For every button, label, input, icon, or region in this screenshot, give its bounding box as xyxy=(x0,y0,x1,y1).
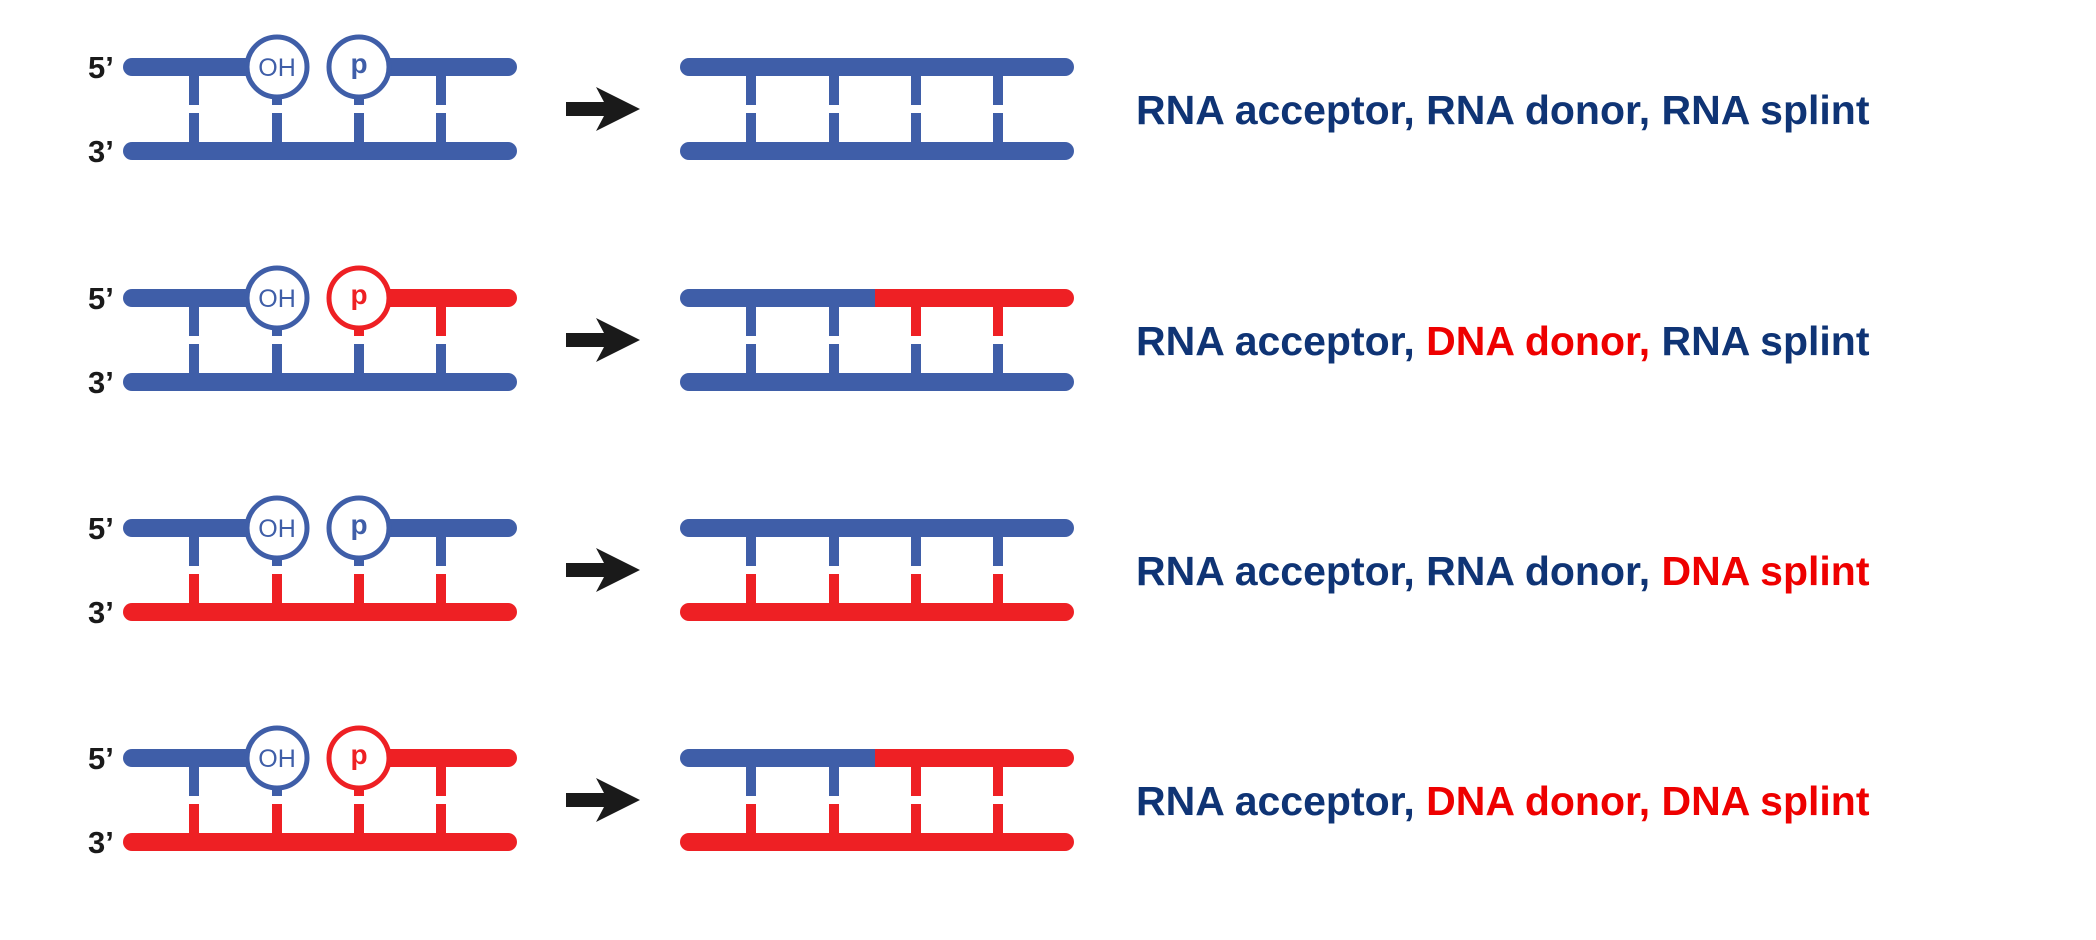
caption-segment-rna: RNA acceptor, xyxy=(1136,318,1426,364)
phosphate-circle xyxy=(326,265,392,331)
reaction-arrow-icon xyxy=(566,87,640,131)
phosphate-circle xyxy=(326,725,392,791)
row-caption: RNA acceptor, DNA donor, RNA splint xyxy=(1136,318,1870,364)
phosphate-label: p xyxy=(350,279,367,310)
three-prime-label: 3’ xyxy=(88,825,114,860)
reaction-arrow-icon xyxy=(566,548,640,592)
hydroxyl-label: OH xyxy=(258,285,296,313)
three-prime-label: 3’ xyxy=(88,134,114,169)
caption-segment-dna: DNA splint xyxy=(1661,548,1869,594)
hydroxyl-circle xyxy=(244,34,310,100)
caption-segment-rna: RNA acceptor, RNA donor, RNA splint xyxy=(1136,87,1870,133)
five-prime-label: 5’ xyxy=(88,511,114,546)
five-prime-label: 5’ xyxy=(88,741,114,776)
phosphate-circle xyxy=(326,495,392,561)
caption-segment-dna: DNA donor, xyxy=(1426,318,1661,364)
hydroxyl-label: OH xyxy=(258,745,296,773)
phosphate-label: p xyxy=(350,509,367,540)
reaction-arrow-icon xyxy=(566,318,640,362)
row-caption: RNA acceptor, DNA donor, DNA splint xyxy=(1136,778,1870,824)
caption-segment-dna: DNA donor, DNA splint xyxy=(1426,778,1870,824)
row-caption: RNA acceptor, RNA donor, RNA splint xyxy=(1136,87,1870,133)
hydroxyl-label: OH xyxy=(258,54,296,82)
hydroxyl-circle xyxy=(244,495,310,561)
ligation-junction xyxy=(875,749,887,767)
five-prime-label: 5’ xyxy=(88,50,114,85)
reaction-arrow-icon xyxy=(566,778,640,822)
caption-segment-rna: RNA acceptor, RNA donor, xyxy=(1136,548,1661,594)
five-prime-label: 5’ xyxy=(88,281,114,316)
three-prime-label: 3’ xyxy=(88,595,114,630)
phosphate-label: p xyxy=(350,739,367,770)
row-caption: RNA acceptor, RNA donor, DNA splint xyxy=(1136,548,1870,594)
hydroxyl-label: OH xyxy=(258,515,296,543)
phosphate-circle xyxy=(326,34,392,100)
three-prime-label: 3’ xyxy=(88,365,114,400)
phosphate-label: p xyxy=(350,48,367,79)
hydroxyl-circle xyxy=(244,725,310,791)
caption-segment-rna: RNA acceptor, xyxy=(1136,778,1426,824)
ligation-junction xyxy=(875,289,887,307)
hydroxyl-circle xyxy=(244,265,310,331)
caption-segment-rna: RNA splint xyxy=(1661,318,1869,364)
